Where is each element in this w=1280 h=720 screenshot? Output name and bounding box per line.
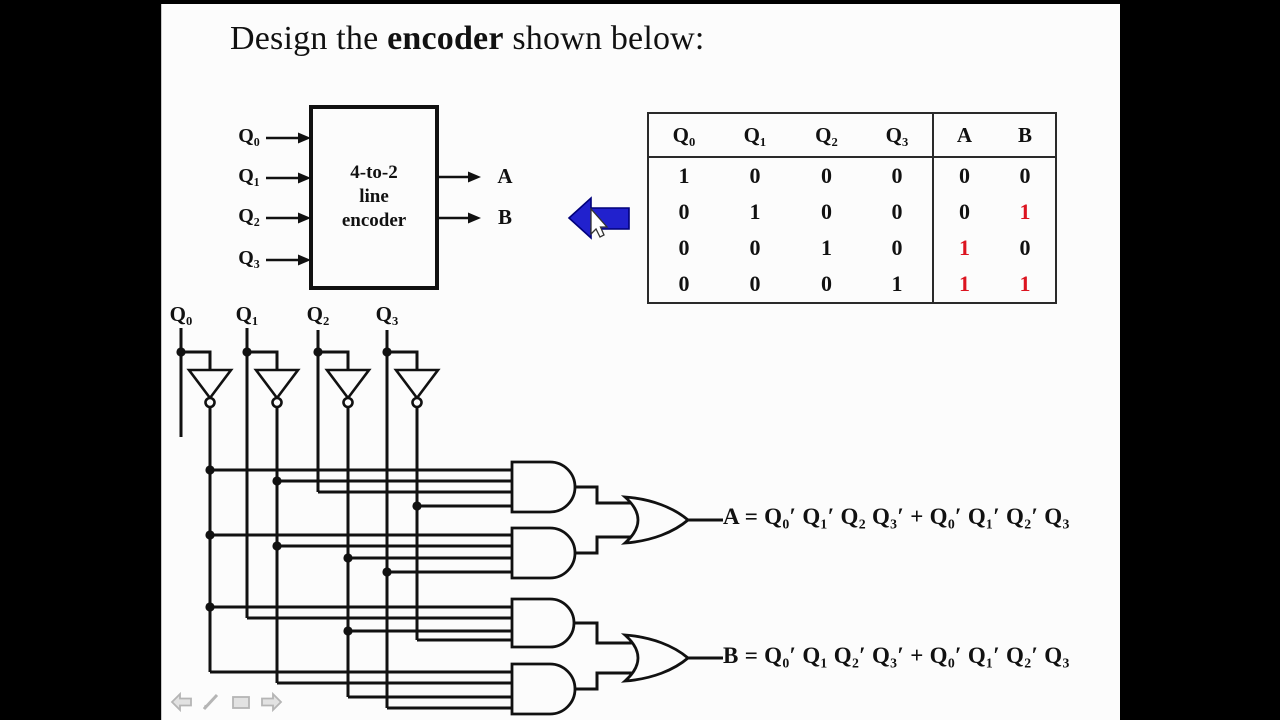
and-gate-2 (510, 526, 577, 580)
table-cell: 0 (678, 235, 690, 260)
and-input-wires (210, 468, 512, 710)
table-cell: 1 (932, 230, 995, 266)
table-cell: 0 (1019, 163, 1031, 188)
equation-a: A = Q₀′ Q₁′ Q₂ Q₃′ + Q₀′ Q₁′ Q₂′ Q₃ (723, 504, 1070, 529)
table-cell: 0 (891, 235, 903, 260)
title-prefix: Design the (230, 20, 388, 57)
table-cell: 0 (821, 199, 832, 224)
block-input-label-q2: Q₂ (238, 205, 260, 227)
table-cell: 0 (891, 163, 903, 188)
gate-wires (574, 485, 723, 691)
table-cell: 1 (749, 199, 761, 224)
not-gate-q3 (393, 368, 441, 409)
slideshow-forward-button[interactable] (261, 691, 283, 713)
table-header-cell: Q₁ (719, 113, 791, 158)
encoder-box-label: 4-to-2 line encoder (311, 161, 437, 233)
encoder-box-line1: 4-to-2 (350, 162, 398, 183)
logic-circuit (176, 328, 723, 716)
slideshow-back-button[interactable] (170, 691, 192, 713)
table-cell: 0 (678, 199, 690, 224)
encoder-box (309, 105, 439, 290)
encoder-box-line3: encoder (341, 210, 407, 231)
input-arrows (266, 136, 299, 262)
circuit-label-q0: Q₀ (169, 302, 193, 326)
table-cell: 0 (678, 271, 690, 296)
encoder-box-line2: line (359, 186, 389, 207)
table-header-cell: B (995, 113, 1056, 158)
table-header-cell: A (932, 113, 995, 158)
table-header-cell: Q₂ (791, 113, 862, 158)
table-cell: 0 (1019, 235, 1031, 260)
output-arrows (439, 175, 469, 220)
input-arrowheads (298, 132, 311, 266)
or-gates (620, 495, 691, 683)
slide-title: Design the encoder shown below: (230, 20, 705, 58)
equation-b: B = Q₀′ Q₁ Q₂′ Q₃′ + Q₀′ Q₁′ Q₂′ Q₃ (723, 643, 1070, 668)
table-cell: 0 (749, 271, 761, 296)
table-cell: 0 (932, 157, 995, 194)
table-cell: 1 (891, 271, 903, 296)
title-keyword: encoder (387, 20, 504, 57)
table-cell: 1 (821, 235, 832, 260)
slideshow-slide-button[interactable] (232, 696, 250, 709)
block-input-label-q3: Q₃ (238, 247, 260, 269)
slideshow-pen-button[interactable] (202, 693, 219, 711)
block-output-label-a: A (497, 164, 513, 188)
inverter-branches (181, 350, 419, 370)
block-input-label-q0: Q₀ (238, 125, 260, 147)
block-output-label-b: B (497, 205, 512, 229)
not-gate-q1 (253, 368, 301, 409)
circuit-label-q2: Q₂ (306, 302, 330, 326)
table-cell: 0 (749, 163, 761, 188)
or-gate-a (620, 495, 691, 545)
mouse-cursor (590, 207, 609, 238)
table-cell: 0 (932, 194, 995, 230)
table-cell: 1 (1019, 199, 1031, 224)
table-cell: 0 (749, 235, 761, 260)
table-cell: 1 (678, 163, 690, 188)
circuit-label-q3: Q₃ (375, 302, 399, 326)
table-cell: 0 (891, 199, 903, 224)
block-input-label-q1: Q₁ (238, 165, 260, 187)
and-gate-3 (510, 597, 576, 649)
table-cell: 0 (821, 163, 832, 188)
table-header-cell: Q₃ (862, 113, 933, 158)
not-gates (186, 368, 441, 409)
not-gate-q0 (186, 368, 234, 409)
junction-dots (176, 347, 422, 636)
table-cell: 0 (821, 271, 832, 296)
and-gates (510, 460, 577, 716)
not-gate-q2 (324, 368, 372, 409)
and-gate-4 (510, 662, 577, 716)
title-suffix: shown below: (503, 20, 705, 57)
output-arrowheads (468, 171, 481, 224)
encoder-block-diagram (266, 105, 481, 290)
and-gate-1 (510, 460, 577, 514)
or-gate-b (620, 633, 691, 683)
table-header-cell: Q₀ (648, 113, 719, 158)
circuit-label-q1: Q₁ (235, 302, 259, 326)
table-cell: 1 (932, 266, 995, 303)
table-cell: 1 (1019, 271, 1031, 296)
